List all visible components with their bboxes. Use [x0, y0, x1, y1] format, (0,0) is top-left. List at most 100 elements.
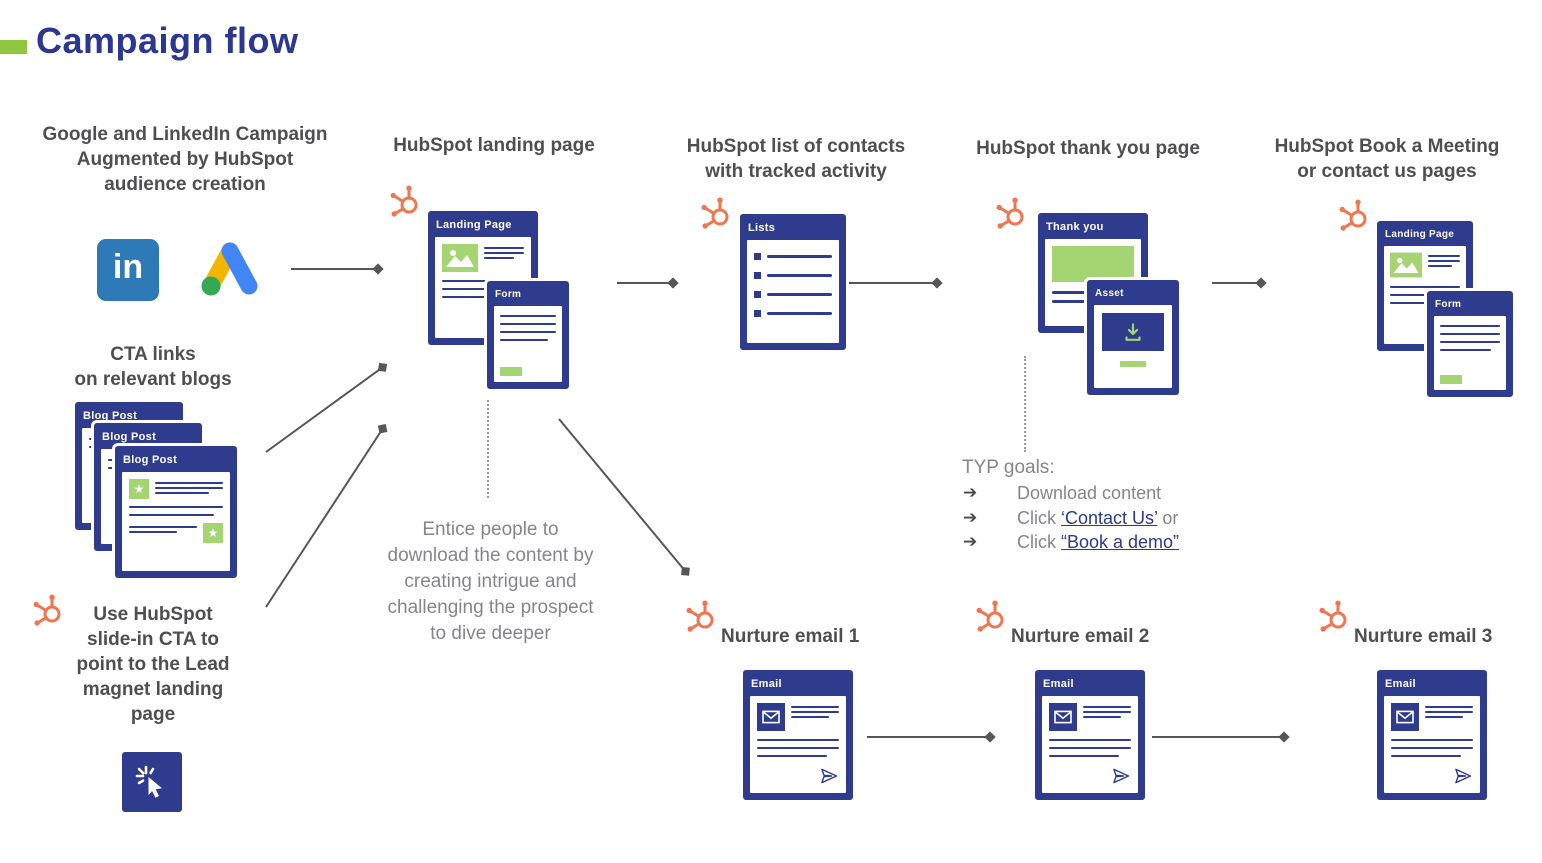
email-text-lines [791, 703, 839, 721]
placeholder-line [757, 739, 839, 741]
placeholder-line [757, 747, 839, 749]
placeholder-line [500, 315, 556, 317]
placeholder-line [500, 331, 556, 333]
form-card-body [494, 306, 562, 382]
placeholder-line [1049, 747, 1131, 749]
goal-2-prefix: Click [1017, 508, 1061, 528]
asset-card-title: Asset [1095, 288, 1124, 299]
asset-card: Asset [1087, 280, 1179, 395]
blog-card-title: Blog Post [83, 410, 138, 422]
goal-2-suffix: or [1157, 508, 1179, 528]
placeholder-line [767, 293, 832, 296]
hubspot-sprocket-icon [993, 195, 1029, 231]
bullet-square [754, 272, 761, 279]
placeholder-line [129, 531, 177, 533]
linkedin-icon: in [97, 239, 159, 301]
placeholder-line [757, 755, 827, 757]
dotted-connector [1024, 356, 1026, 452]
email-text-lines [1083, 703, 1131, 721]
meeting-form-card: Form [1427, 291, 1513, 397]
landing-page-heading: HubSpot landing page [393, 135, 595, 156]
slide-in-cta-box [122, 752, 182, 812]
placeholder-line [484, 247, 524, 249]
blog-content-row: ★ [129, 479, 223, 499]
placeholder-line [1052, 300, 1110, 303]
arrow-bullet-icon: ➔ [963, 508, 978, 527]
placeholder-line [791, 711, 839, 713]
placeholder-line [442, 280, 524, 282]
hero-image-placeholder [1052, 246, 1134, 282]
meeting-hero-row [1390, 252, 1460, 278]
placeholder-line [1083, 711, 1131, 713]
placeholder-line [1049, 755, 1119, 757]
placeholder-line [791, 716, 830, 718]
blog-post-card-front: Blog Post ★ ★ [115, 446, 237, 578]
page-title: Campaign flow [36, 20, 299, 61]
typ-goals-title: TYP goals: [962, 457, 1055, 478]
envelope-icon [762, 710, 780, 724]
list-item [754, 310, 832, 317]
email-card-body [1384, 696, 1480, 793]
placeholder-line [1440, 333, 1500, 335]
email-header-row [757, 703, 839, 731]
typ-goal-3: ➔ Click “Book a demo” [963, 532, 1179, 553]
email-text-lines [1425, 703, 1473, 721]
landing-text-lines [484, 244, 524, 262]
placeholder-line [1425, 711, 1473, 713]
placeholder-line [484, 252, 524, 254]
arrow-bullet-icon: ➔ [963, 532, 978, 551]
arrow-lists-to-thankyou [849, 282, 938, 284]
placeholder-line [1428, 265, 1452, 267]
meeting-text-lines [1428, 252, 1460, 270]
send-plane-icon [1111, 766, 1131, 786]
meeting-heading: HubSpot Book a Meeting or contact us pag… [1274, 136, 1500, 182]
email-card-body [1042, 696, 1138, 793]
placeholder-line [767, 255, 832, 258]
nurture-email-1-label: Nurture email 1 [721, 626, 860, 647]
placeholder-line [1428, 260, 1460, 262]
dotted-connector [487, 400, 489, 498]
image-placeholder-icon [1390, 252, 1422, 278]
email-card-title: Email [1043, 678, 1074, 690]
placeholder-line [1083, 706, 1131, 708]
hubspot-sprocket-icon [1336, 197, 1372, 233]
arrow-landing-to-lists [617, 282, 674, 284]
cta-heading: CTA links on relevant blogs [74, 344, 232, 390]
lists-card: Lists [740, 214, 846, 350]
hubspot-sprocket-icon [683, 598, 719, 634]
blog-content-row-2: ★ [129, 523, 223, 543]
lists-heading: HubSpot list of contacts with tracked ac… [686, 136, 906, 182]
hubspot-sprocket-icon [973, 598, 1009, 634]
placeholder-line [1049, 739, 1131, 741]
placeholder-line [1391, 739, 1473, 741]
form-card-title: Form [495, 289, 522, 300]
placeholder-line [484, 257, 514, 259]
arrow-bullet-icon: ➔ [963, 483, 978, 502]
arrow-email2-to-email3 [1152, 736, 1285, 738]
bullet-square [754, 291, 761, 298]
lists-card-body [747, 240, 839, 343]
goal-3-prefix: Click [1017, 532, 1061, 552]
hubspot-sprocket-icon [698, 195, 734, 231]
blog-card-title: Blog Post [123, 454, 178, 466]
placeholder-line [1440, 341, 1500, 343]
arrow-thankyou-to-meeting [1212, 282, 1262, 284]
envelope-icon-box [1391, 703, 1419, 731]
arrow-email1-to-email2 [867, 736, 991, 738]
placeholder-line [155, 482, 223, 484]
asset-button-placeholder [1120, 361, 1146, 367]
placeholder-line [1440, 325, 1500, 327]
contact-us-link[interactable]: ‘Contact Us’ [1061, 508, 1158, 528]
thank-you-card-title: Thank you [1046, 221, 1104, 233]
landing-card-title: Landing Page [436, 219, 512, 231]
book-a-demo-link[interactable]: “Book a demo” [1061, 532, 1180, 552]
send-plane-icon [819, 766, 839, 786]
download-icon [1121, 320, 1145, 344]
placeholder-line [129, 506, 223, 508]
image-placeholder-icon [442, 244, 478, 272]
form-submit-button-placeholder [1440, 375, 1462, 384]
placeholder-line [129, 514, 214, 516]
hubspot-sprocket-icon [1316, 598, 1352, 634]
linkedin-icon-label: in [112, 247, 144, 286]
